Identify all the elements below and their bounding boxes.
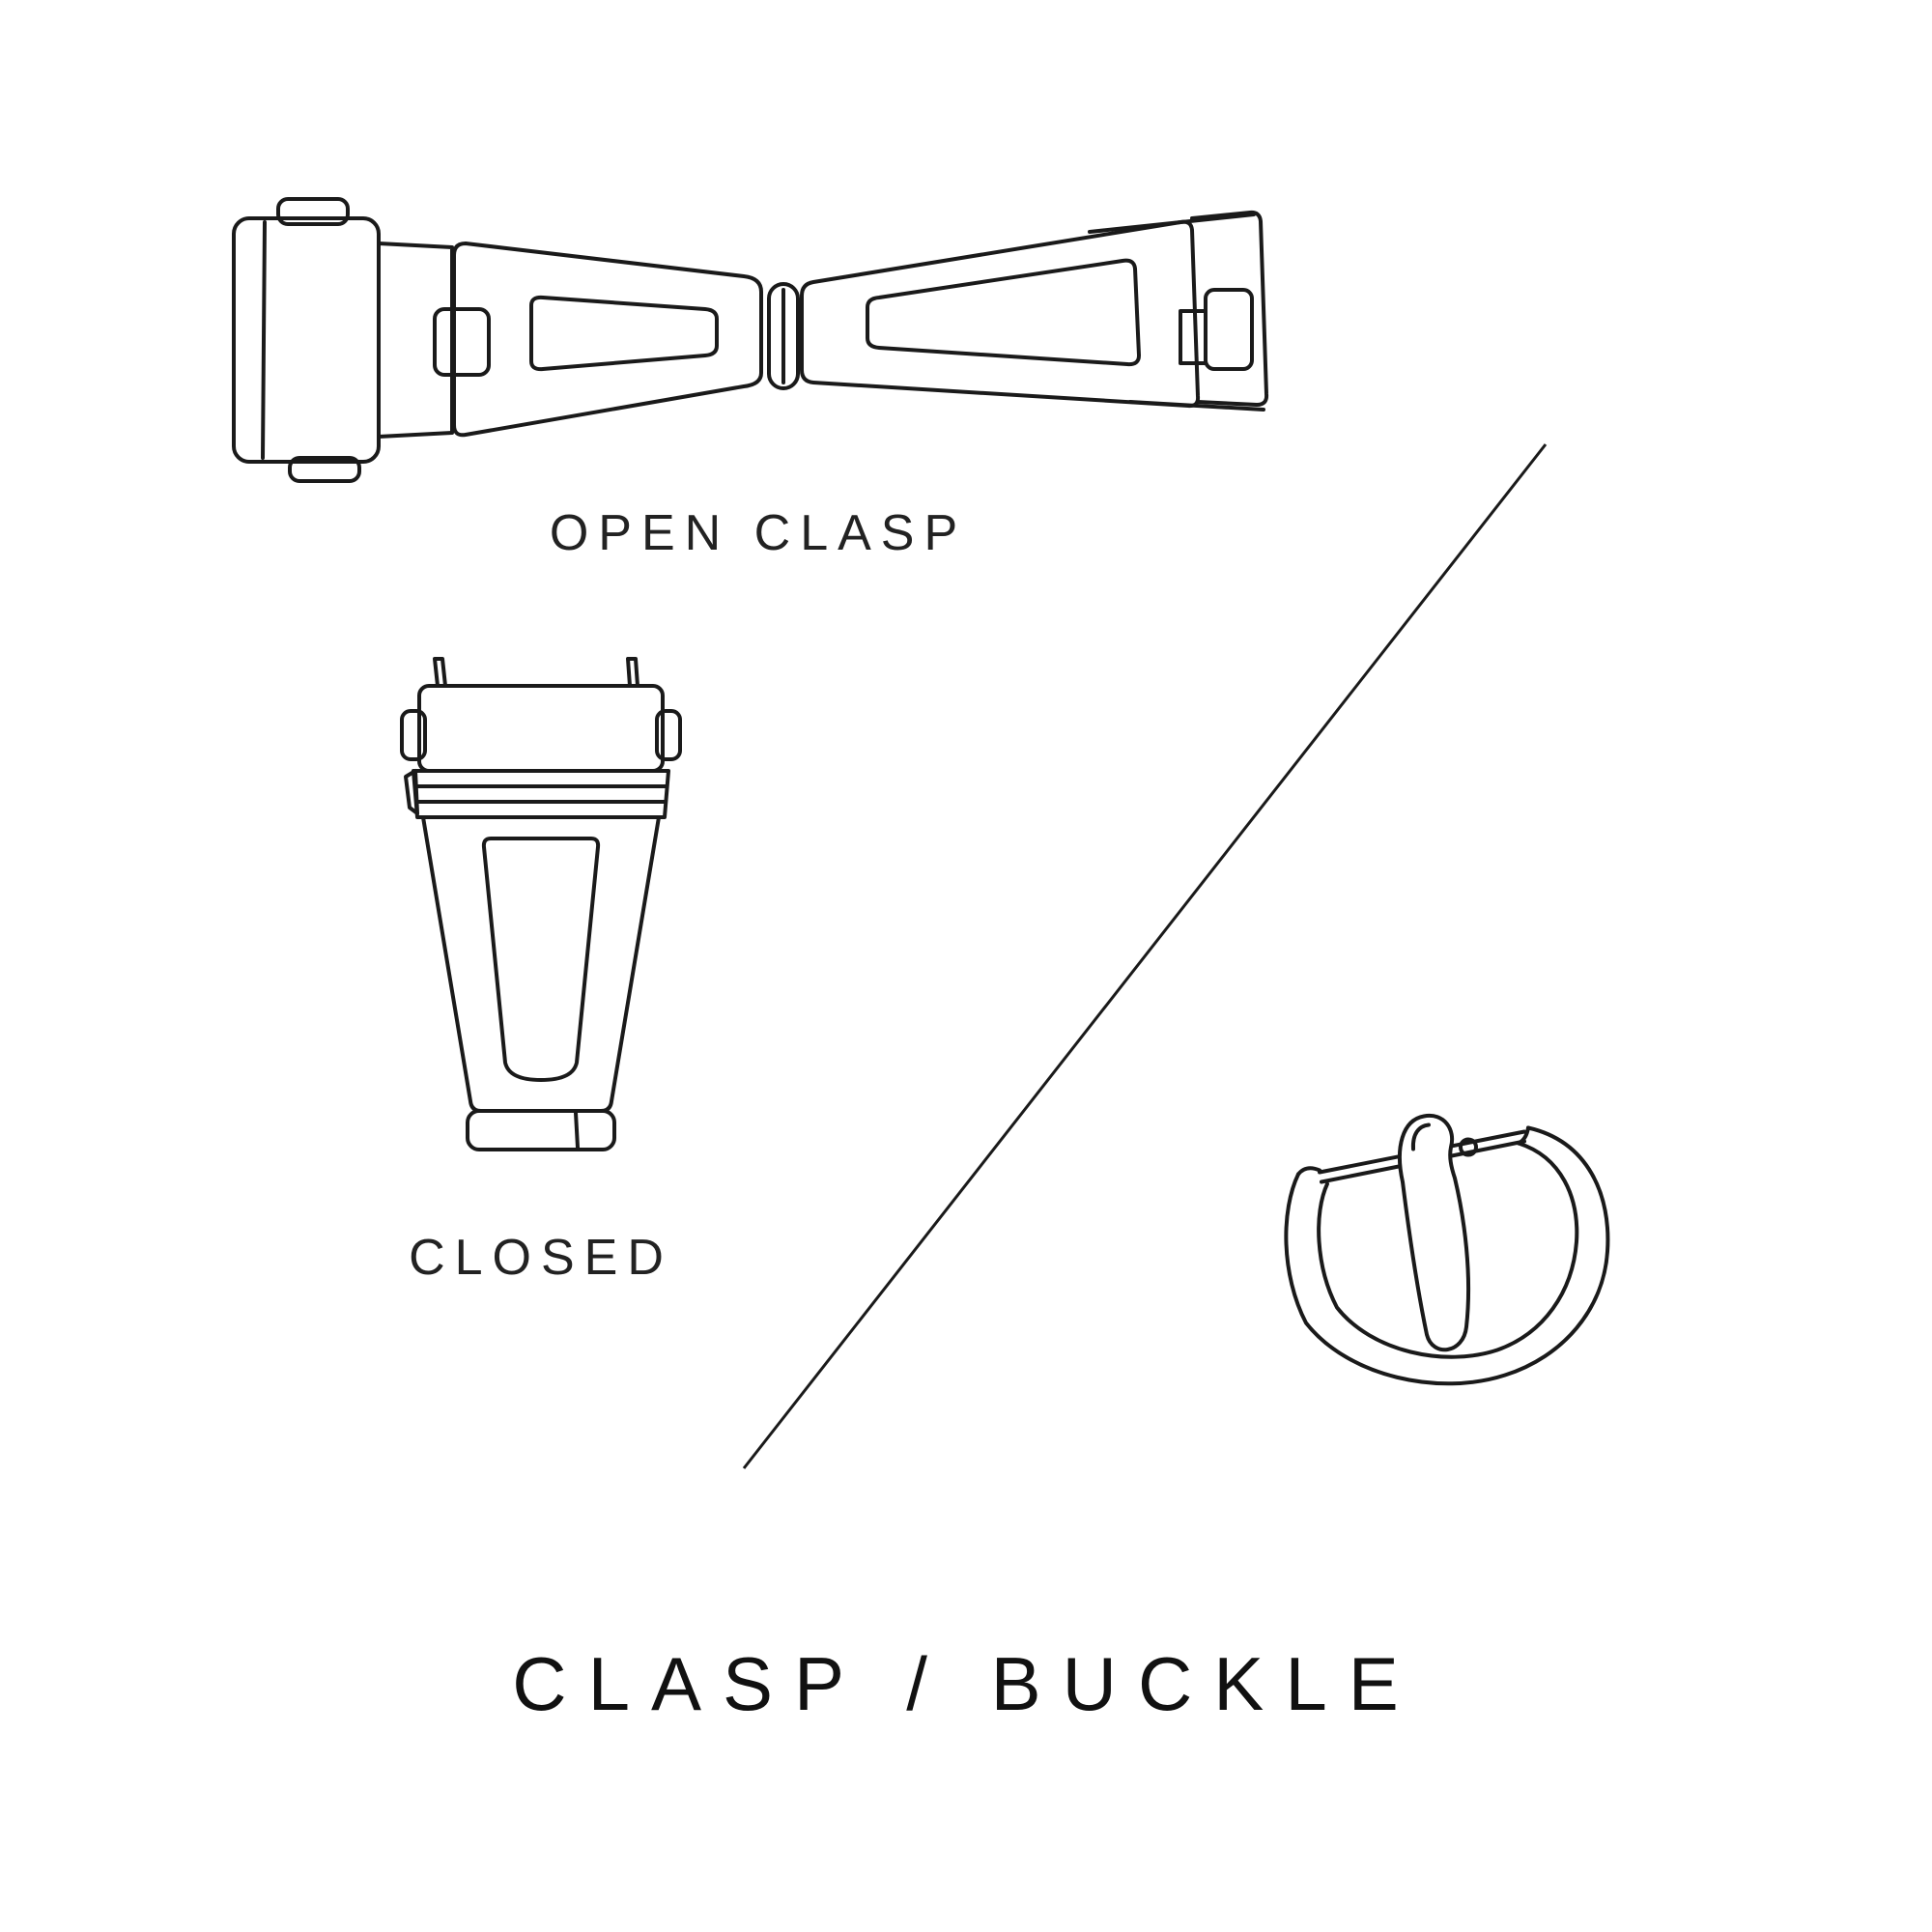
clasp-body: [421, 815, 661, 1113]
diagram-title: CLASP / BUCKLE: [512, 1641, 1420, 1726]
clasp-catch-end: [1088, 210, 1269, 412]
clasp-connector: [377, 242, 491, 439]
buckle-illustration: [1236, 1087, 1633, 1410]
buckle-drawing: [1284, 1113, 1610, 1386]
clasp-left-arm: [452, 242, 763, 438]
clasp-fold-band: [404, 769, 670, 819]
open-clasp-label: OPEN CLASP: [549, 505, 968, 561]
open-clasp-illustration: [222, 184, 1294, 483]
clasp-end-link: [232, 197, 381, 483]
buckle-tang: [1398, 1113, 1471, 1352]
clasp-bottom-cap: [466, 1109, 616, 1151]
clasp-pins: [433, 657, 639, 688]
closed-clasp-illustration: [386, 657, 696, 1188]
clasp-right-arm: [800, 219, 1201, 409]
clasp-top-block: [417, 684, 665, 773]
clasp-side-tabs: [400, 709, 682, 761]
buckle-frame: [1284, 1125, 1610, 1386]
closed-clasp-drawing: [400, 657, 682, 1151]
open-clasp-drawing: [232, 197, 1269, 483]
closed-clasp-label: CLOSED: [409, 1230, 673, 1286]
clasp-hinge: [767, 282, 800, 390]
